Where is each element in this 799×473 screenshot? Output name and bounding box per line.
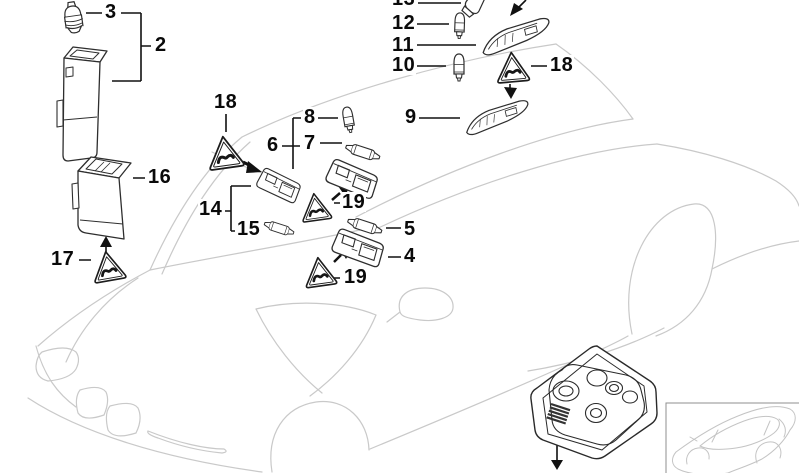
lamp-module-1-icon: [530, 345, 658, 460]
housing-16-icon: [71, 156, 132, 240]
callout-label-5: 5: [403, 218, 417, 240]
callout-label-18-right: 18: [549, 54, 575, 76]
module-1-connector-grille: [546, 402, 571, 425]
arrow-18-left-to-lamp-14: [246, 161, 262, 173]
callout-label-11: 11: [391, 34, 416, 56]
callout-label-3: 3: [104, 1, 118, 23]
thumbnail-box: [665, 402, 799, 473]
thumbnail-car-sketch: [672, 406, 796, 473]
warning-triangle-19-lower-icon: [301, 254, 339, 290]
bulb-3-icon: [63, 1, 84, 34]
arrow-18-right-to-lens-9: [504, 87, 517, 99]
callout-lines: [79, 0, 558, 460]
festoon-bulb-7-icon: [343, 141, 382, 163]
callout-label-19-lower: 19: [343, 266, 369, 288]
callout-label-8: 8: [303, 106, 317, 128]
callout-label-19-upper: 19: [341, 191, 367, 213]
callout-label-14: 14: [198, 198, 224, 220]
vehicle-thumbnail: [665, 402, 799, 473]
bulb-10-icon: [453, 53, 465, 82]
bulb-8-icon: [341, 105, 357, 134]
roof-lens-9-icon: [461, 95, 532, 138]
arrow-module-1-down: [551, 460, 563, 470]
callout-label-12: 12: [391, 12, 417, 34]
lamp-housing-14-icon: [254, 164, 304, 208]
housing-2-icon: [56, 46, 108, 162]
warning-triangle-18-right-icon: [494, 49, 531, 85]
callout-label-13: 13: [391, 0, 417, 9]
callout-label-16: 16: [147, 166, 173, 188]
callout-label-6: 6: [266, 134, 280, 156]
callout-label-15: 15: [236, 218, 262, 240]
festoon-bulb-15-icon: [262, 219, 296, 238]
bulb-12-icon: [453, 12, 466, 40]
callout-label-18-left: 18: [213, 91, 239, 113]
callout-label-7: 7: [303, 132, 317, 154]
arrow-top-to-lens-11: [510, 3, 523, 16]
bulb-13-icon: [461, 0, 486, 18]
callout-label-2: 2: [154, 34, 168, 56]
callout-label-9: 9: [404, 106, 418, 128]
warning-triangle-19-upper-icon: [298, 190, 334, 224]
callout-label-10: 10: [391, 54, 417, 76]
arrow-17-to-housing-16: [100, 236, 112, 247]
warning-triangle-17-icon: [88, 247, 128, 285]
callout-label-17: 17: [50, 248, 76, 270]
callout-label-4: 4: [403, 245, 417, 267]
